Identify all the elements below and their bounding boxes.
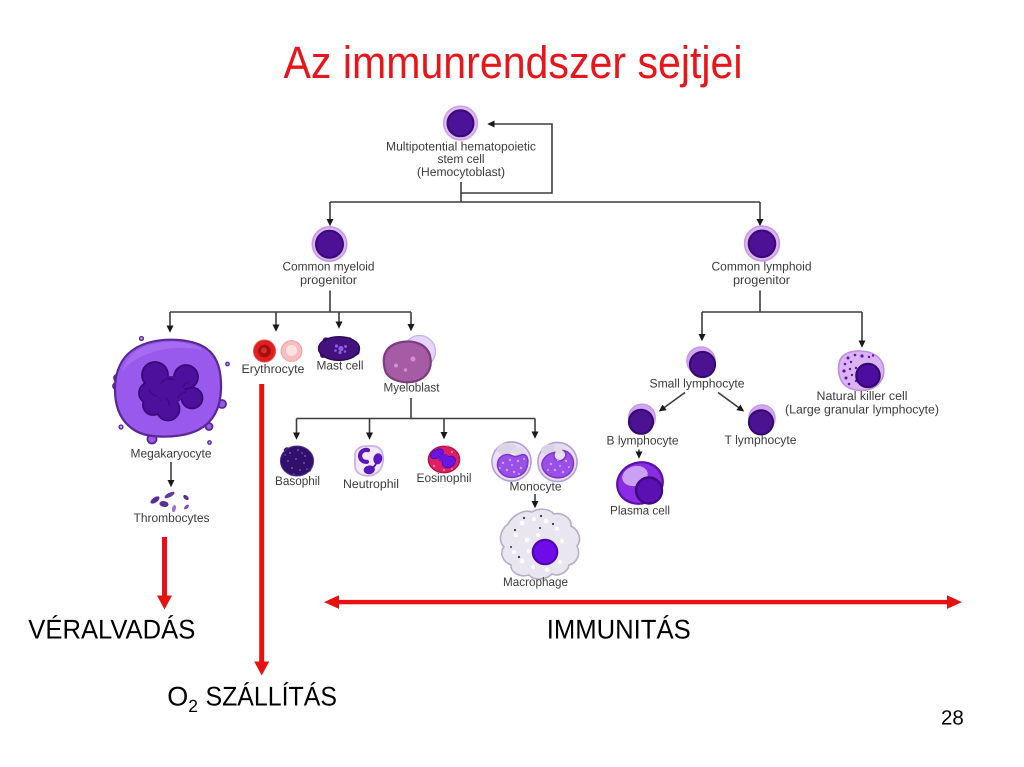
svg-text:Myeloblast: Myeloblast [384,381,441,395]
svg-text:T lymphocyte: T lymphocyte [725,433,797,447]
svg-text:progenitor: progenitor [300,273,357,287]
svg-text:VÉRALVADÁS: VÉRALVADÁS [28,615,195,645]
svg-text:Natural killer cell: Natural killer cell [817,389,908,403]
svg-text:28: 28 [941,707,964,730]
svg-text:Small lymphocyte: Small lymphocyte [650,377,745,391]
svg-text:Thrombocytes: Thrombocytes [134,511,210,525]
svg-text:O2 SZÁLLÍTÁS: O2 SZÁLLÍTÁS [167,682,337,717]
svg-text:Macrophage: Macrophage [503,575,568,589]
svg-text:Common myeloid: Common myeloid [283,260,375,274]
svg-text:(Large granular lymphocyte): (Large granular lymphocyte) [785,403,939,417]
svg-text:(Hemocytoblast): (Hemocytoblast) [417,165,505,179]
svg-text:Plasma cell: Plasma cell [610,504,670,518]
svg-text:Erythrocyte: Erythrocyte [242,362,305,376]
svg-text:progenitor: progenitor [733,273,790,287]
svg-text:Monocyte: Monocyte [510,480,562,494]
svg-text:Basophil: Basophil [275,474,320,488]
svg-text:Megakaryocyte: Megakaryocyte [131,447,212,461]
svg-text:Neutrophil: Neutrophil [343,477,399,491]
svg-text:Az immunrendszer sejtjei: Az immunrendszer sejtjei [284,37,743,88]
svg-text:Mast cell: Mast cell [317,359,364,373]
svg-text:stem cell: stem cell [438,152,485,166]
svg-text:Eosinophil: Eosinophil [417,471,472,485]
svg-text:B lymphocyte: B lymphocyte [607,434,679,448]
svg-text:IMMUNITÁS: IMMUNITÁS [547,615,691,645]
svg-text:Multipotential hematopoietic: Multipotential hematopoietic [386,140,536,154]
svg-text:Common lymphoid: Common lymphoid [712,260,812,274]
